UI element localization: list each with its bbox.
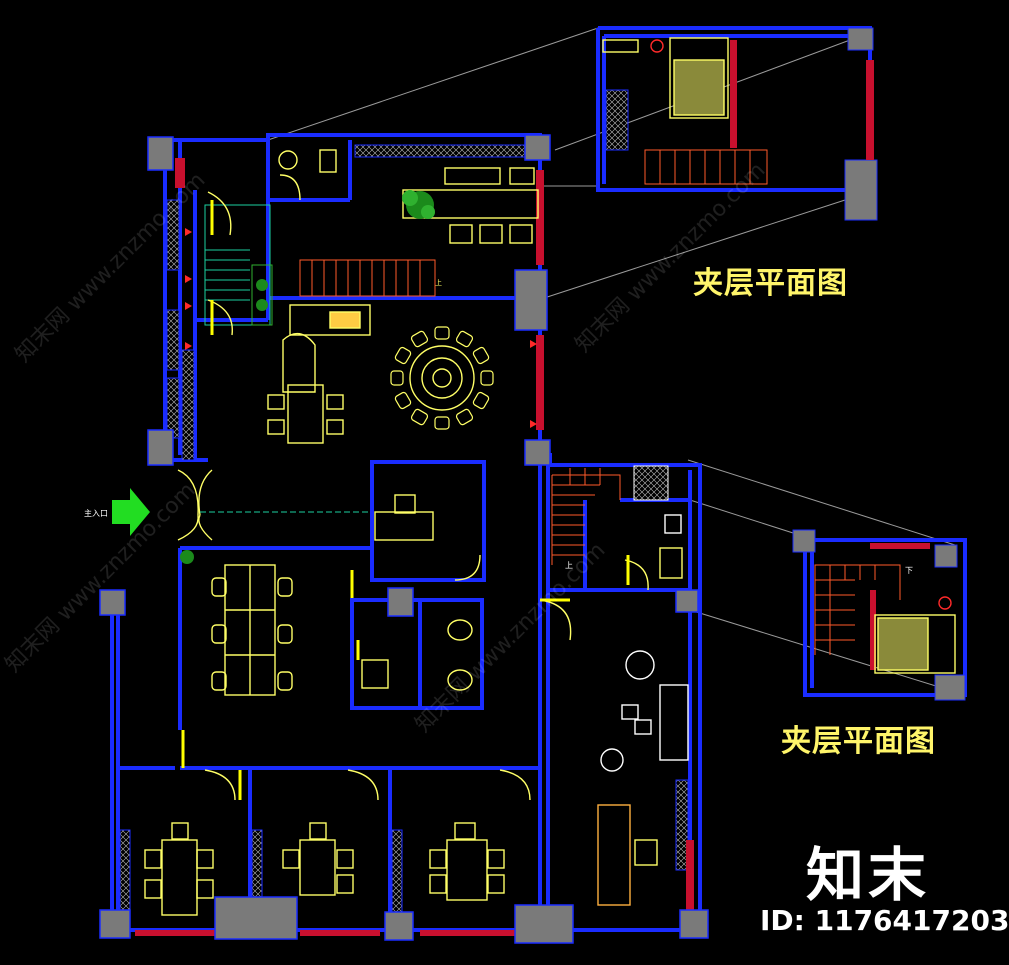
- plants: [180, 190, 435, 564]
- watermark-logo: 知末: [806, 841, 931, 909]
- round-table-chairs: [390, 326, 494, 430]
- outer-walls: [110, 133, 702, 932]
- hatched-partitions: [119, 144, 689, 921]
- mezzanine-title-top: 夹层平面图: [693, 266, 848, 301]
- dining-chair: [480, 370, 494, 386]
- dining-chair: [390, 370, 404, 386]
- dining-chair: [410, 330, 429, 348]
- entrance-arrow: [112, 488, 150, 536]
- stair-up-label-2: 上: [565, 561, 573, 570]
- mezzanine-plan-top: [596, 26, 878, 221]
- dining-chair: [455, 408, 474, 426]
- dining-chair: [472, 346, 490, 365]
- stair-down-label: 下: [905, 566, 913, 575]
- dining-chair: [410, 408, 429, 426]
- door-leaves: [181, 200, 630, 800]
- watermark-id: ID: 1176417203: [760, 904, 1009, 937]
- window-strips: [135, 158, 694, 936]
- mezzanine-title-bottom: 夹层平面图: [781, 724, 936, 759]
- columns: [99, 134, 709, 944]
- furniture: [144, 149, 689, 916]
- stairs: [299, 259, 621, 565]
- dining-chair: [394, 391, 412, 410]
- dining-chair: [394, 346, 412, 365]
- dining-chair: [472, 391, 490, 410]
- entrance-label: 主入口: [84, 508, 108, 518]
- accent-marks: [185, 228, 537, 428]
- dining-chair: [434, 326, 450, 340]
- mezzanine-plan-bottom: 下: [792, 529, 967, 701]
- dining-chair: [434, 416, 450, 430]
- stair-up-label: 上: [435, 278, 442, 287]
- dining-chair: [455, 330, 474, 348]
